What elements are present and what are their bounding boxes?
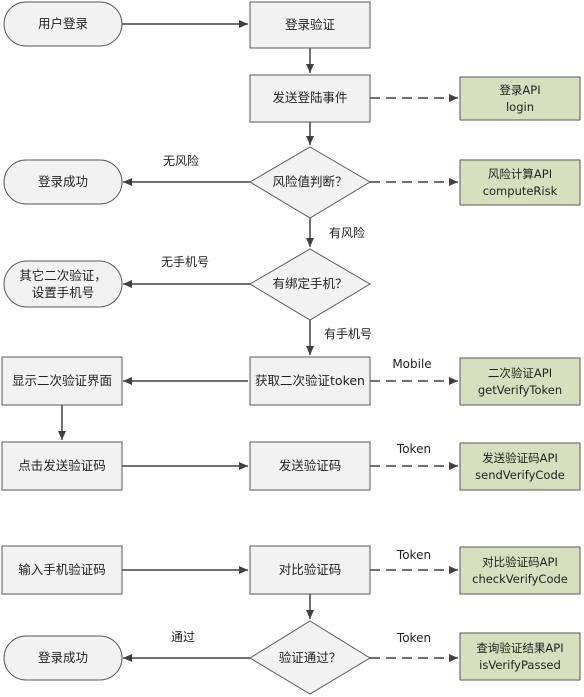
- node-other-verify-line1: 其它二次验证，: [19, 268, 107, 283]
- node-show-second-ui: 显示二次验证界面: [1, 356, 123, 406]
- api-is-verify-passed-line1: 查询验证结果API: [476, 641, 563, 655]
- node-input-code: 输入手机验证码: [1, 545, 123, 595]
- decision-risk-judge-label: 风险值判断？: [272, 174, 347, 189]
- node-login-success-2: 登录成功: [3, 635, 123, 681]
- node-other-verify: 其它二次验证， 设置手机号: [3, 260, 123, 308]
- decision-bound-phone: 有绑定手机？: [249, 248, 371, 321]
- api-get-verify-token-line1: 二次验证API: [488, 366, 552, 380]
- label-token-1: Token: [396, 442, 431, 456]
- connectors: [58, 20, 458, 662]
- node-login-success-1: 登录成功: [3, 159, 123, 205]
- node-login-verify: 登录验证: [249, 1, 371, 49]
- api-get-verify-token: 二次验证API getVerifyToken: [459, 357, 581, 406]
- api-login-line2: login: [506, 100, 534, 114]
- api-login: 登录API login: [459, 76, 581, 121]
- api-compute-risk-line1: 风险计算API: [488, 167, 552, 181]
- api-compute-risk: 风险计算API computeRisk: [459, 159, 581, 206]
- api-get-verify-token-line2: getVerifyToken: [478, 383, 562, 397]
- label-has-risk: 有风险: [329, 225, 365, 240]
- node-other-verify-line2: 设置手机号: [32, 285, 95, 300]
- label-no-phone: 无手机号: [161, 255, 209, 269]
- node-send-code-label: 发送验证码: [279, 458, 342, 473]
- api-is-verify-passed-line2: isVerifyPassed: [479, 658, 561, 672]
- api-check-verify-code-line2: checkVerifyCode: [472, 572, 568, 586]
- node-show-second-ui-label: 显示二次验证界面: [12, 373, 112, 388]
- decision-bound-phone-label: 有绑定手机？: [272, 276, 347, 291]
- node-login-success-1-label: 登录成功: [38, 174, 88, 189]
- node-compare-code-label: 对比验证码: [279, 562, 342, 577]
- node-send-login-event-label: 发送登陆事件: [272, 90, 347, 105]
- node-send-code: 发送验证码: [249, 441, 371, 491]
- label-token-2: Token: [396, 548, 431, 562]
- label-has-phone: 有手机号: [324, 327, 372, 341]
- node-compare-code: 对比验证码: [249, 545, 371, 595]
- decision-risk-judge: 风险值判断？: [249, 146, 371, 219]
- label-passed: 通过: [171, 630, 195, 644]
- api-send-verify-code-line2: sendVerifyCode: [475, 468, 565, 482]
- api-login-line1: 登录API: [499, 83, 540, 97]
- decision-verify-passed-label: 验证通过？: [279, 650, 342, 665]
- label-no-risk: 无风险: [163, 153, 199, 168]
- node-send-login-event: 发送登陆事件: [249, 74, 371, 123]
- node-login-success-2-label: 登录成功: [38, 650, 88, 665]
- api-check-verify-code-line1: 对比验证码API: [482, 555, 558, 569]
- api-send-verify-code: 发送验证码API sendVerifyCode: [459, 442, 581, 491]
- node-get-token-label: 获取二次验证token: [255, 373, 365, 388]
- node-user-login: 用户登录: [3, 1, 123, 47]
- decision-verify-passed: 验证通过？: [249, 620, 371, 695]
- label-mobile: Mobile: [392, 357, 431, 371]
- node-get-token: 获取二次验证token: [249, 356, 371, 406]
- api-check-verify-code: 对比验证码API checkVerifyCode: [459, 546, 581, 595]
- label-token-3: Token: [396, 631, 431, 645]
- node-login-verify-label: 登录验证: [285, 17, 336, 32]
- api-send-verify-code-line1: 发送验证码API: [482, 451, 558, 465]
- node-click-send-code-label: 点击发送验证码: [18, 458, 106, 473]
- node-user-login-label: 用户登录: [38, 16, 88, 31]
- node-input-code-label: 输入手机验证码: [18, 562, 106, 577]
- api-is-verify-passed: 查询验证结果API isVerifyPassed: [459, 632, 581, 681]
- api-compute-risk-line2: computeRisk: [483, 184, 558, 198]
- node-click-send-code: 点击发送验证码: [1, 441, 123, 491]
